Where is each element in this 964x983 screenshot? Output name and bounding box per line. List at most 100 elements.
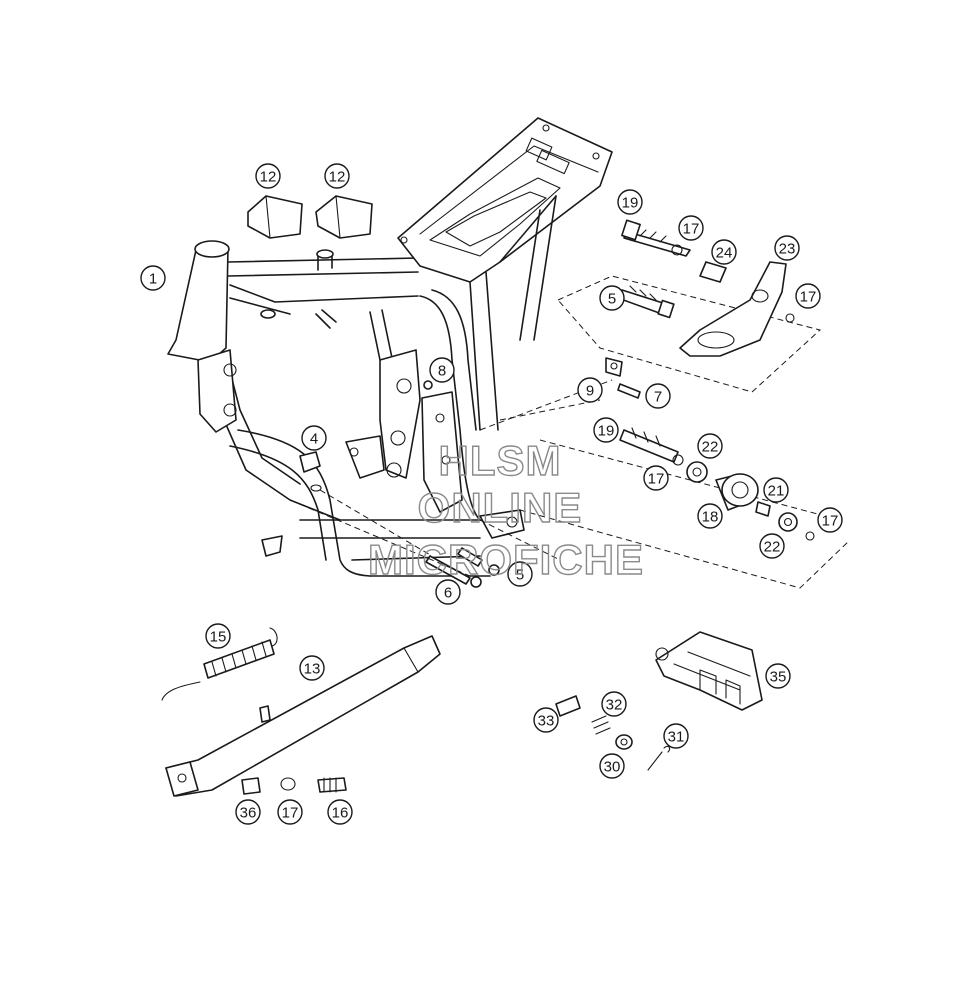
callout-circle [645,383,671,409]
callout-6: 6 [435,579,461,605]
callout-5: 5 [507,561,533,587]
callout-17: 17 [817,507,843,533]
callout-circle [277,799,303,825]
callout-circle [599,753,625,779]
callout-circle [711,239,737,265]
watermark-line-2: ONLINE [418,484,583,531]
callout-circle [795,283,821,309]
callout-circle [435,579,461,605]
callout-35: 35 [765,663,791,689]
callout-circle [301,425,327,451]
callout-number: 17 [282,805,299,822]
callout-circle [697,503,723,529]
callout-number: 31 [668,729,685,746]
callout-17: 17 [795,283,821,309]
callout-number: 12 [329,169,346,186]
tank-rubber-pads [247,195,373,239]
callout-number: 15 [210,629,227,646]
callout-circle [617,189,643,215]
callout-16: 16 [327,799,353,825]
frame-assembly [167,117,613,577]
callout-number: 4 [310,431,318,448]
callout-circle [205,623,231,649]
callout-4: 4 [301,425,327,451]
callout-number: 19 [622,195,639,212]
callout-1: 1 [140,265,166,291]
callout-18: 18 [697,503,723,529]
callout-15: 15 [205,623,231,649]
callout-number: 32 [606,697,623,714]
callout-number: 23 [779,241,796,258]
watermark: HLSM ONLINE MICROFICHE [367,436,643,583]
callout-circle [697,433,723,459]
callout-circle [763,477,789,503]
callout-number: 24 [716,245,733,262]
callout-number: 8 [438,363,446,380]
callout-12: 12 [324,163,350,189]
callout-circle [765,663,791,689]
callout-circle [140,265,166,291]
callout-number: 33 [538,713,555,730]
callout-number: 17 [683,221,700,238]
callout-number: 36 [240,805,257,822]
callout-circle [255,163,281,189]
callout-circle [577,377,603,403]
callout-33: 33 [533,707,559,733]
callout-number: 17 [822,513,839,530]
callout-circle [774,235,800,261]
callout-circle [299,655,325,681]
callout-17: 17 [678,215,704,241]
callout-number: 6 [444,585,452,602]
callout-31: 31 [663,723,689,749]
callout-circle [507,561,533,587]
callout-23: 23 [774,235,800,261]
callout-circle [429,357,455,383]
callout-17: 17 [277,799,303,825]
callout-circle [643,465,669,491]
callout-circle [663,723,689,749]
callout-number: 16 [332,805,349,822]
callout-circle [593,417,619,443]
callout-number: 17 [800,289,817,306]
callout-number: 22 [702,439,719,456]
callout-21: 21 [763,477,789,503]
callout-12: 12 [255,163,281,189]
callout-number: 18 [702,509,719,526]
watermark-line-1: HLSM [439,437,562,484]
callout-8: 8 [429,357,455,383]
callout-circle [759,533,785,559]
callout-number: 5 [608,291,616,308]
callout-number: 21 [768,483,785,500]
callout-circle [324,163,350,189]
callout-circle [678,215,704,241]
callout-24: 24 [711,239,737,265]
callout-circle [327,799,353,825]
callout-circle [817,507,843,533]
callout-number: 30 [604,759,621,776]
callout-number: 19 [598,423,615,440]
callout-number: 9 [586,383,594,400]
callout-5: 5 [599,285,625,311]
callout-13: 13 [299,655,325,681]
callout-7: 7 [645,383,671,409]
callout-number: 35 [770,669,787,686]
callout-19: 19 [593,417,619,443]
callout-circle [599,285,625,311]
callout-layer: 1 12 12 19 17 24 23 5 17 8 9 7 4 19 22 17 21 18 17 22 5 6 15 13… [140,163,843,825]
callout-22: 22 [697,433,723,459]
callout-9: 9 [577,377,603,403]
callout-number: 13 [304,661,321,678]
callout-circle [601,691,627,717]
roller-assembly [619,427,815,541]
callout-19: 19 [617,189,643,215]
callout-circle [533,707,559,733]
callout-22: 22 [759,533,785,559]
callout-number: 17 [648,471,665,488]
footpeg-assembly [555,631,763,771]
callout-32: 32 [601,691,627,717]
callout-17: 17 [643,465,669,491]
callout-number: 5 [516,567,524,584]
brake-pedal-assembly [605,219,795,399]
callout-number: 1 [149,271,157,288]
